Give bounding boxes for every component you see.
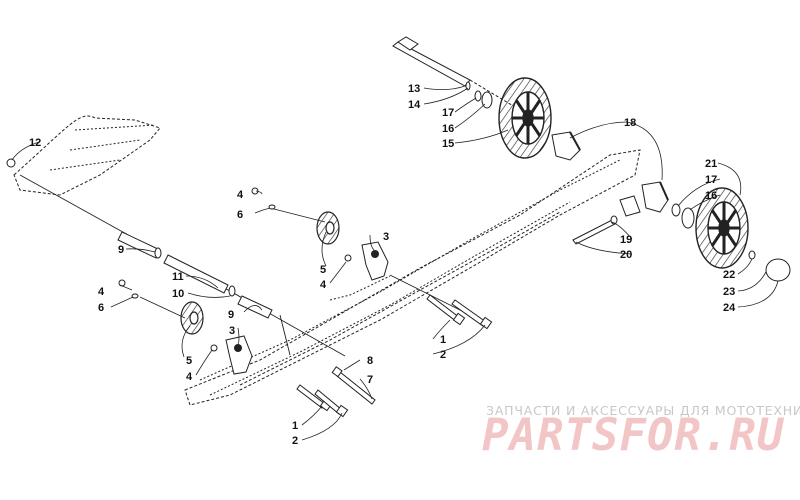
callout-labels: 12 9 11 10 9 4 6 4 6 5 4 3 5 4 3 1 2 8 7… — [29, 83, 736, 447]
rear-idler-wheel-15 — [498, 77, 552, 159]
idler-wheel-5-upper — [316, 211, 340, 245]
callout-11: 11 — [172, 271, 184, 283]
bolts-1-2-upper — [426, 294, 493, 330]
callout-13: 13 — [408, 83, 420, 95]
idler-wheel-5-lower — [180, 301, 204, 335]
shaft-lines — [19, 174, 471, 357]
callout-15: 15 — [442, 138, 454, 150]
callout-4: 4 — [237, 189, 244, 201]
callout-16: 16 — [442, 123, 454, 135]
callout-23: 23 — [723, 286, 735, 298]
callout-6: 6 — [98, 302, 104, 314]
callout-21: 21 — [705, 158, 717, 170]
axle-block — [572, 195, 641, 245]
callout-8: 8 — [367, 355, 373, 367]
callout-10: 10 — [172, 288, 184, 300]
cap-nut-12 — [6, 158, 16, 168]
callout-4: 4 — [98, 286, 105, 298]
washers-16-17-lower — [671, 203, 695, 229]
callout-17: 17 — [442, 107, 454, 119]
callout-1: 1 — [440, 334, 446, 346]
callout-7: 7 — [367, 374, 373, 386]
bolts-7-8 — [331, 366, 376, 405]
callout-5: 5 — [320, 264, 326, 276]
callout-3: 3 — [383, 231, 389, 243]
callout-4: 4 — [186, 371, 193, 383]
bracket-3-lower — [225, 335, 253, 375]
callout-6: 6 — [237, 209, 243, 221]
left-slide-rail — [13, 115, 641, 406]
callout-20: 20 — [620, 249, 632, 261]
callout-24: 24 — [723, 302, 736, 314]
right-slide-rail — [239, 211, 561, 386]
callout-4: 4 — [320, 279, 327, 291]
watermark-brand: PARTSFOR.RU — [482, 410, 785, 461]
callout-5: 5 — [186, 355, 192, 367]
callout-16: 16 — [705, 190, 717, 202]
hub-cap-24 — [748, 250, 791, 282]
bolts-1-2-lower — [296, 384, 349, 418]
callout-3: 3 — [229, 325, 235, 337]
callout-9: 9 — [118, 244, 124, 256]
callout-12: 12 — [29, 137, 41, 149]
watermark-subtitle: ЗАПЧАСТИ И АКСЕССУАРЫ ДЛЯ МОТОТЕХНИКИ — [486, 403, 800, 418]
callout-2: 2 — [292, 435, 298, 447]
callout-9: 9 — [228, 309, 234, 321]
callout-2: 2 — [440, 349, 446, 361]
rear-idler-wheel-21 — [695, 187, 749, 269]
rear-axle-13 — [392, 36, 521, 111]
callout-18: 18 — [624, 117, 636, 129]
hub-18-lower — [641, 181, 669, 213]
callout-19: 19 — [620, 234, 632, 246]
leader-lines — [11, 85, 779, 441]
callout-17: 17 — [705, 174, 717, 186]
callout-14: 14 — [408, 99, 421, 111]
callout-22: 22 — [723, 269, 735, 281]
callout-1: 1 — [292, 420, 298, 432]
hub-18-upper — [551, 131, 581, 161]
bracket-3-upper — [361, 241, 389, 281]
